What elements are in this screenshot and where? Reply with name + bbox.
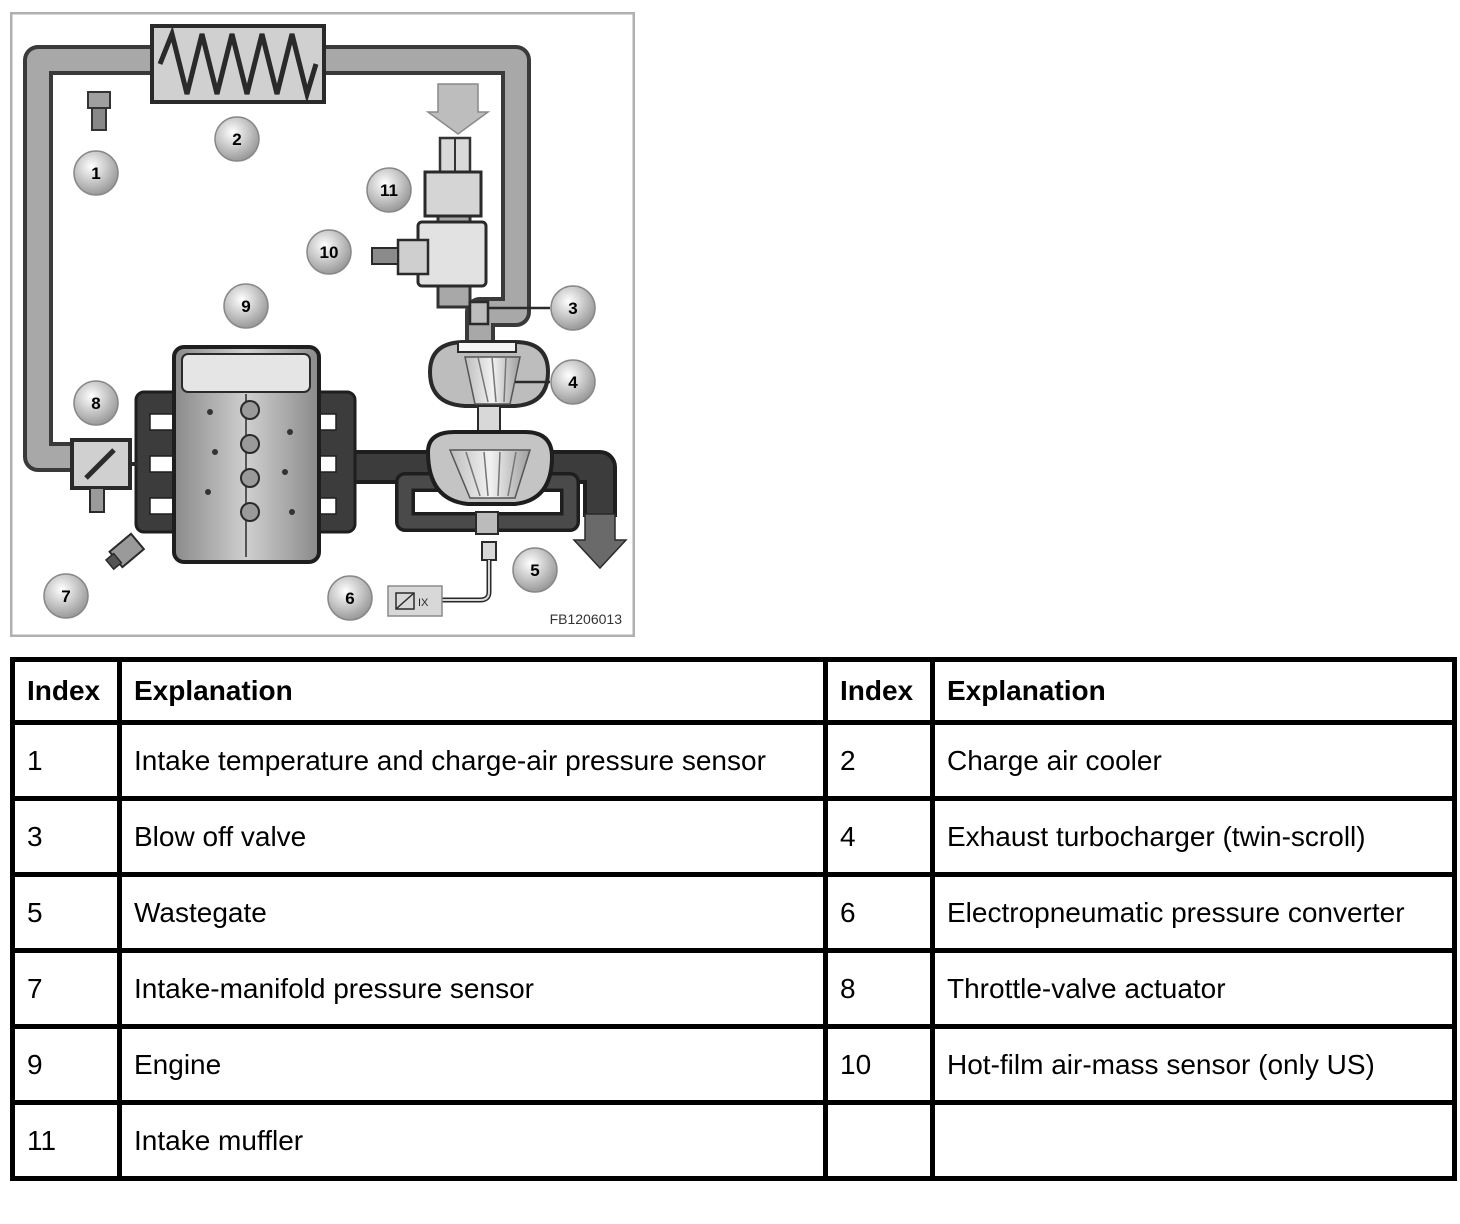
table-row: 1 Intake temperature and charge-air pres… bbox=[10, 720, 1457, 801]
cell-explanation: Electropneumatic pressure converter bbox=[930, 872, 1457, 953]
cell-explanation: Throttle-valve actuator bbox=[930, 948, 1457, 1029]
cell-index: 8 bbox=[823, 948, 935, 1029]
exhaust-out-arrow bbox=[572, 513, 628, 570]
table-row: 5 Wastegate 6 Electropneumatic pressure … bbox=[10, 872, 1457, 953]
header-index-right: Index bbox=[823, 657, 935, 725]
cell-index: 1 bbox=[10, 720, 122, 801]
table-row: 11 Intake muffler bbox=[10, 1100, 1457, 1181]
callout-4: 4 bbox=[550, 359, 596, 405]
throttle-valve-actuator bbox=[70, 438, 138, 513]
legend-header-row: Index Explanation Index Explanation bbox=[10, 657, 1457, 725]
cell-index bbox=[823, 1100, 935, 1181]
callout-8: 8 bbox=[73, 380, 119, 426]
svg-text:8: 8 bbox=[91, 394, 100, 413]
header-index-left: Index bbox=[10, 657, 122, 725]
cell-index: 7 bbox=[10, 948, 122, 1029]
callout-5: 5 bbox=[512, 547, 558, 593]
electropneumatic-pressure-converter: IX bbox=[387, 585, 443, 617]
legend-table: Index Explanation Index Explanation 1 In… bbox=[10, 657, 1457, 1181]
header-explanation-left: Explanation bbox=[117, 657, 828, 725]
svg-text:7: 7 bbox=[61, 587, 70, 606]
intake-manifold-pressure-sensor bbox=[104, 532, 146, 571]
svg-text:4: 4 bbox=[568, 373, 578, 392]
callout-11: 11 bbox=[366, 167, 412, 213]
cell-index: 4 bbox=[823, 796, 935, 877]
table-row: 3 Blow off valve 4 Exhaust turbocharger … bbox=[10, 796, 1457, 877]
svg-text:11: 11 bbox=[380, 181, 398, 200]
svg-text:6: 6 bbox=[345, 589, 354, 608]
callout-6: 6 bbox=[327, 575, 373, 621]
cell-index: 2 bbox=[823, 720, 935, 801]
cell-explanation: Exhaust turbocharger (twin-scroll) bbox=[930, 796, 1457, 877]
svg-text:10: 10 bbox=[320, 243, 339, 262]
callout-7: 7 bbox=[43, 573, 89, 619]
engine bbox=[172, 345, 321, 564]
cell-explanation: Wastegate bbox=[117, 872, 828, 953]
intake-temp-pressure-sensor bbox=[87, 91, 111, 131]
intake-muffler bbox=[423, 170, 483, 218]
intake-air-arrow bbox=[425, 83, 491, 135]
turbocharger-turbine bbox=[425, 430, 555, 506]
table-row: 9 Engine 10 Hot-film air-mass sensor (on… bbox=[10, 1024, 1457, 1105]
turbocharger-compressor bbox=[427, 340, 551, 408]
svg-text:9: 9 bbox=[241, 297, 250, 316]
cell-explanation: Engine bbox=[117, 1024, 828, 1105]
cell-explanation: Intake muffler bbox=[117, 1100, 828, 1181]
cell-explanation bbox=[930, 1100, 1457, 1181]
svg-text:3: 3 bbox=[568, 299, 577, 318]
cell-index: 5 bbox=[10, 872, 122, 953]
svg-text:5: 5 bbox=[530, 561, 539, 580]
cell-index: 10 bbox=[823, 1024, 935, 1105]
callout-2: 2 bbox=[214, 116, 260, 162]
cell-explanation: Intake-manifold pressure sensor bbox=[117, 948, 828, 1029]
cell-index: 9 bbox=[10, 1024, 122, 1105]
cell-explanation: Intake temperature and charge-air pressu… bbox=[117, 720, 828, 801]
header-explanation-right: Explanation bbox=[930, 657, 1457, 725]
charge-air-cooler bbox=[150, 24, 326, 104]
svg-text:2: 2 bbox=[232, 130, 241, 149]
table-row: 7 Intake-manifold pressure sensor 8 Thro… bbox=[10, 948, 1457, 1029]
cell-explanation: Charge air cooler bbox=[930, 720, 1457, 801]
cell-index: 6 bbox=[823, 872, 935, 953]
blow-off-valve bbox=[468, 300, 490, 326]
wastegate bbox=[442, 511, 499, 603]
svg-text:IX: IX bbox=[418, 597, 429, 609]
svg-text:1: 1 bbox=[91, 164, 100, 183]
cell-index: 3 bbox=[10, 796, 122, 877]
callout-9: 9 bbox=[223, 283, 269, 329]
cell-explanation: Blow off valve bbox=[117, 796, 828, 877]
figure-code: FB1206013 bbox=[550, 611, 623, 627]
callout-1: 1 bbox=[73, 150, 119, 196]
turbo-system-diagram: IX 1 2 bbox=[10, 12, 635, 637]
hot-film-air-mass-sensor bbox=[371, 220, 488, 288]
callout-10: 10 bbox=[306, 229, 352, 275]
cell-explanation: Hot-film air-mass sensor (only US) bbox=[930, 1024, 1457, 1105]
cell-index: 11 bbox=[10, 1100, 122, 1181]
callout-3: 3 bbox=[550, 285, 596, 331]
